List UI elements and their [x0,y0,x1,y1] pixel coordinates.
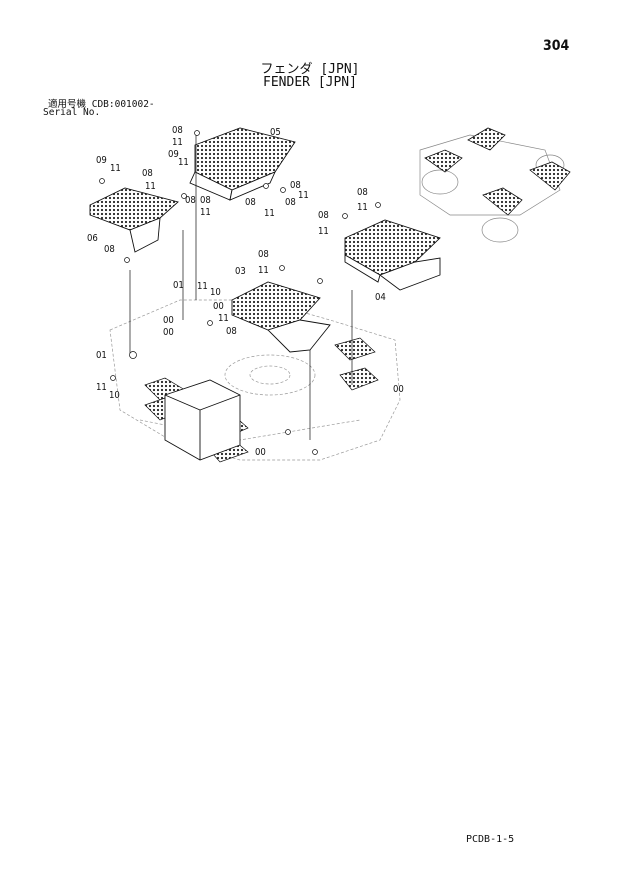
callout: 01 [173,280,184,291]
bolts-and-leaders [99,130,381,455]
callout: 11 [172,137,183,148]
serial-label: Serial No. [43,107,101,118]
callout: 08 [172,125,183,136]
callout: 11 [318,226,329,237]
callout: 11 [357,202,368,213]
inset-fenders [424,127,571,216]
callout: 08 [200,195,211,206]
callout: 09 [96,155,107,166]
callout: 08 [290,180,301,191]
callout: 08 [104,244,115,255]
callout: 11 [264,208,275,219]
callout: 11 [258,265,269,276]
callout: 10 [210,287,221,298]
callout-labels: 08 11 05 09 11 08 11 08 11 08 08 11 08 1… [87,125,404,458]
fender-04 [344,219,441,291]
callout: 04 [375,292,386,303]
page-number: 304 [543,38,570,54]
page-title: FENDER [JPN] [263,75,357,90]
page-title-japanese: フェンダ [JPN] [260,62,360,77]
fender-06 [89,187,179,253]
callout: 11 [145,181,156,192]
callout: 00 [163,315,174,326]
callout: 08 [258,249,269,260]
callout: 11 [298,190,309,201]
callout: 08 [142,168,153,179]
callout: 09 [168,149,179,160]
callout: 08 [185,195,196,206]
callout: 00 [163,327,174,338]
callout: 05 [270,127,281,138]
callout: 11 [110,163,121,174]
fender-05 [189,127,296,201]
callout: 00 [213,301,224,312]
callout: 11 [178,157,189,168]
callout: 08 [357,187,368,198]
callout: 08 [285,197,296,208]
callout: 03 [235,266,246,277]
callout: 00 [255,447,266,458]
callout: 11 [200,207,211,218]
footer-code: PCDB-1-5 [466,834,515,845]
callout: 01 [96,350,107,361]
callout: 11 [197,281,208,292]
callout: 08 [226,326,237,337]
fender-03 [231,281,331,353]
callout: 10 [109,390,120,401]
callout: 08 [245,197,256,208]
callout: 06 [87,233,98,244]
callout: 08 [318,210,329,221]
serial-label-japanese: 適用号機 CDB:001002- [48,99,155,110]
callout: 11 [218,313,229,324]
callout: 00 [393,384,404,395]
battery-box [164,379,241,461]
callout: 11 [96,382,107,393]
